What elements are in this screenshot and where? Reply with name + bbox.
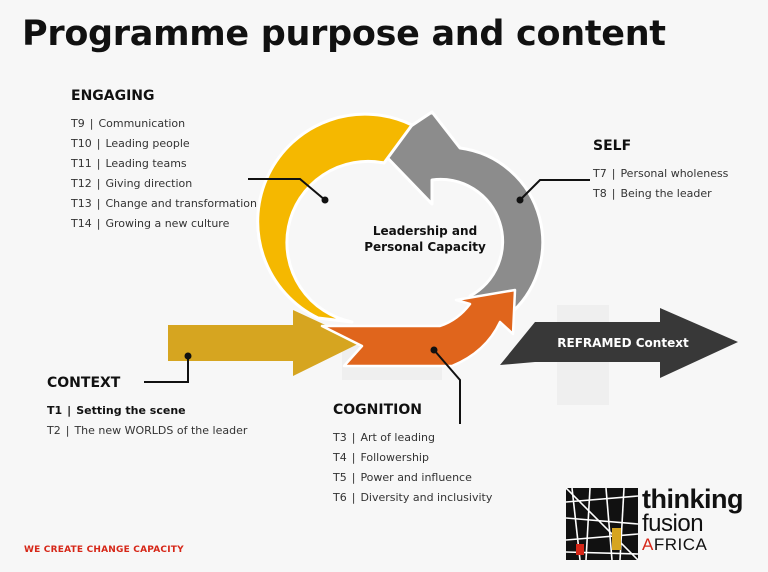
cognition-connector (433, 349, 461, 424)
self-group: SELF T7|Personal wholeness T8|Being the … (593, 138, 728, 204)
topic-code: T10 (71, 137, 92, 150)
topic-code: T4 (333, 451, 347, 464)
list-item: T7|Personal wholeness (593, 167, 729, 180)
topic-label: Giving direction (105, 177, 193, 190)
topic-code: T2 (47, 424, 61, 437)
list-item: T14|Growing a new culture (71, 217, 230, 230)
topic-code: T3 (333, 431, 347, 444)
topic-label: Followership (360, 451, 429, 464)
topic-code: T13 (71, 197, 92, 210)
topic-label: Diversity and inclusivity (360, 491, 493, 504)
list-item: T5|Power and influence (333, 471, 472, 484)
list-item: T13|Change and transformation (71, 197, 257, 210)
engaging-group: ENGAGING T9|Communication T10|Leading pe… (71, 88, 257, 234)
self-arrow (376, 110, 545, 320)
engaging-arrow (256, 112, 414, 324)
list-item: T1|Setting the scene (47, 404, 186, 417)
logo-line3-rest: FRICA (653, 535, 708, 554)
topic-code: T11 (71, 157, 92, 170)
topic-label: Art of leading (360, 431, 435, 444)
context-connector (144, 356, 189, 383)
list-item: T6|Diversity and inclusivity (333, 491, 493, 504)
list-item: T2|The new WORLDS of the leader (47, 424, 248, 437)
list-item: T11|Leading teams (71, 157, 187, 170)
logo-line3-a: A (642, 535, 654, 554)
list-item: T8|Being the leader (593, 187, 712, 200)
context-title: CONTEXT (47, 375, 121, 391)
topic-label: Personal wholeness (620, 167, 729, 180)
reframed-arrow (500, 308, 738, 378)
topic-label: Change and transformation (105, 197, 257, 210)
list-item: T12|Giving direction (71, 177, 193, 190)
topic-code: T14 (71, 217, 92, 230)
logo-line3: AFRICA (642, 536, 743, 554)
engaging-connector-dot (321, 196, 329, 204)
logo-line1: thinking (642, 484, 743, 514)
list-item: T9|Communication (71, 117, 186, 130)
topic-code: T5 (333, 471, 347, 484)
company-logo: thinking fusion AFRICA (566, 486, 756, 562)
list-item: T4|Followership (333, 451, 429, 464)
topic-code: T1 (47, 404, 63, 417)
cognition-title: COGNITION (333, 402, 422, 418)
topic-label: Communication (98, 117, 186, 130)
cognition-arrow (320, 288, 517, 368)
context-group: CONTEXT T1|Setting the scene T2|The new … (47, 375, 247, 441)
logo-wordmark: thinking fusion AFRICA (642, 486, 743, 554)
topic-label: Growing a new culture (105, 217, 230, 230)
engaging-title: ENGAGING (71, 88, 155, 104)
center-label-line1: Leadership and (373, 224, 477, 238)
cognition-connector-dot (430, 346, 438, 354)
topic-label: The new WORLDS of the leader (74, 424, 248, 437)
page-title: Programme purpose and content (22, 14, 666, 54)
topic-label: Setting the scene (76, 404, 186, 417)
topic-code: T9 (71, 117, 85, 130)
topic-code: T7 (593, 167, 607, 180)
topic-label: Leading teams (105, 157, 187, 170)
topic-label: Being the leader (620, 187, 712, 200)
topic-code: T6 (333, 491, 347, 504)
list-item: T3|Art of leading (333, 431, 435, 444)
center-label-line2: Personal Capacity (364, 240, 486, 254)
reframed-label: REFRAMED Context (557, 336, 689, 350)
topic-label: Leading people (105, 137, 190, 150)
engaging-connector (248, 178, 326, 201)
cognition-group: COGNITION T3|Art of leading T4|Followers… (333, 402, 492, 508)
topic-code: T12 (71, 177, 92, 190)
list-item: T10|Leading people (71, 137, 190, 150)
tagline: WE CREATE CHANGE CAPACITY (24, 545, 184, 555)
self-connector-dot (516, 196, 524, 204)
self-connector (519, 179, 590, 201)
context-arrow (168, 310, 362, 376)
context-connector-dot (184, 352, 192, 360)
topic-code: T8 (593, 187, 607, 200)
self-title: SELF (593, 138, 632, 154)
logo-mark-icon (566, 488, 638, 560)
topic-label: Power and influence (360, 471, 472, 484)
logo-line2: fusion (642, 510, 704, 537)
